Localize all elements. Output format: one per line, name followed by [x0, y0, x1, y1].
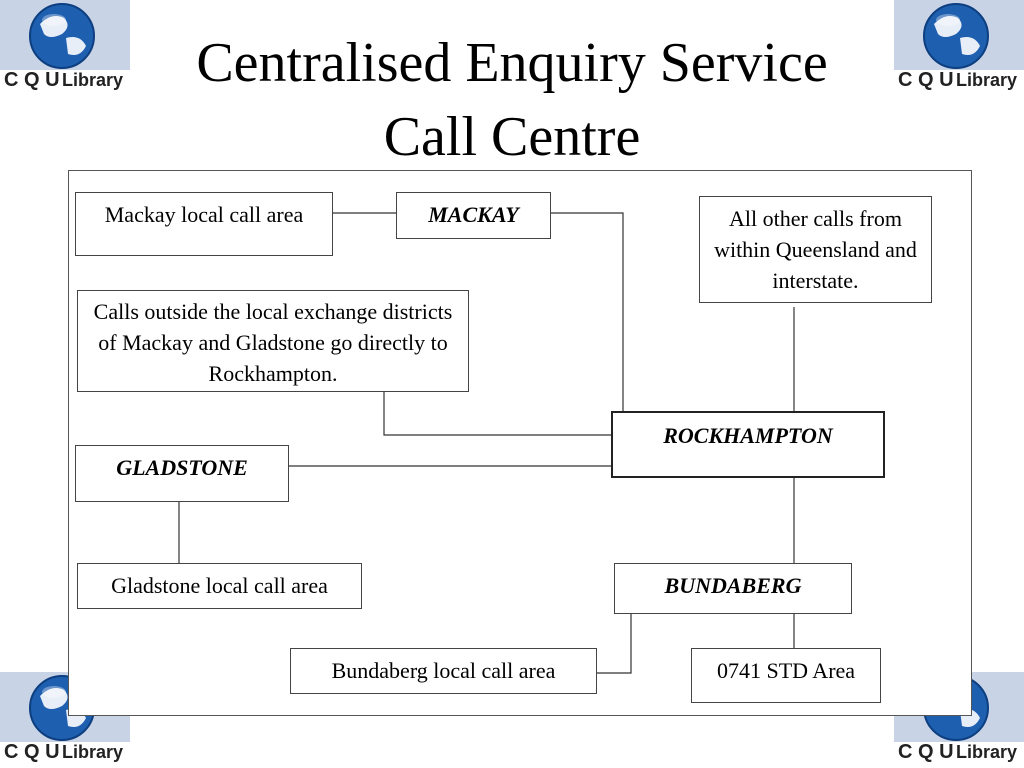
- svg-text:Library: Library: [62, 70, 123, 90]
- globe-icon: C Q U Library: [0, 0, 130, 91]
- svg-text:Library: Library: [956, 742, 1017, 762]
- node-gladstone: GLADSTONE: [75, 445, 289, 502]
- node-gladstone-local-call-area: Gladstone local call area: [77, 563, 362, 609]
- page-title: Centralised Enquiry Service Call Centre: [0, 26, 1024, 174]
- node-mackay-label: MACKAY: [428, 202, 519, 227]
- node-other-calls-label: All other calls from within Queensland a…: [714, 206, 917, 293]
- svg-text:C Q U: C Q U: [4, 69, 60, 91]
- node-rockhampton-label: ROCKHAMPTON: [663, 423, 833, 448]
- node-outside-local-note: Calls outside the local exchange distric…: [77, 290, 469, 392]
- connector-note-to-rockhampton: [383, 392, 611, 436]
- globe-icon: C Q U Library: [894, 0, 1024, 91]
- node-bundaberg-local-label: Bundaberg local call area: [331, 658, 556, 683]
- node-mackay-local-label: Mackay local call area: [104, 202, 304, 227]
- svg-text:Library: Library: [62, 742, 123, 762]
- node-bundaberg-local-call-area: Bundaberg local call area: [290, 648, 597, 694]
- node-bundaberg: BUNDABERG: [614, 563, 852, 614]
- cqu-library-logo-top-right: C Q U Library: [894, 0, 1024, 96]
- svg-text:C Q U: C Q U: [4, 741, 60, 763]
- node-other-calls: All other calls from within Queensland a…: [699, 196, 932, 303]
- svg-text:Library: Library: [956, 70, 1017, 90]
- cqu-library-logo-top-left: C Q U Library: [0, 0, 130, 96]
- node-gladstone-local-label: Gladstone local call area: [111, 573, 328, 598]
- title-line-1: Centralised Enquiry Service: [196, 32, 828, 94]
- node-outside-note-label: Calls outside the local exchange distric…: [93, 299, 453, 386]
- svg-text:C Q U: C Q U: [898, 741, 954, 763]
- title-line-2: Call Centre: [383, 106, 641, 168]
- connector-mackay-to-rockhampton: [551, 212, 624, 411]
- svg-text:C Q U: C Q U: [898, 69, 954, 91]
- node-std-area-label: 0741 STD Area: [716, 658, 856, 683]
- connector-bundaberg-to-local: [597, 613, 632, 674]
- node-mackay: MACKAY: [396, 192, 551, 239]
- node-rockhampton: ROCKHAMPTON: [611, 411, 885, 478]
- node-bundaberg-label: BUNDABERG: [664, 573, 802, 598]
- node-0741-std-area: 0741 STD Area: [691, 648, 881, 703]
- node-mackay-local-call-area: Mackay local call area: [75, 192, 333, 256]
- node-gladstone-label: GLADSTONE: [116, 455, 248, 480]
